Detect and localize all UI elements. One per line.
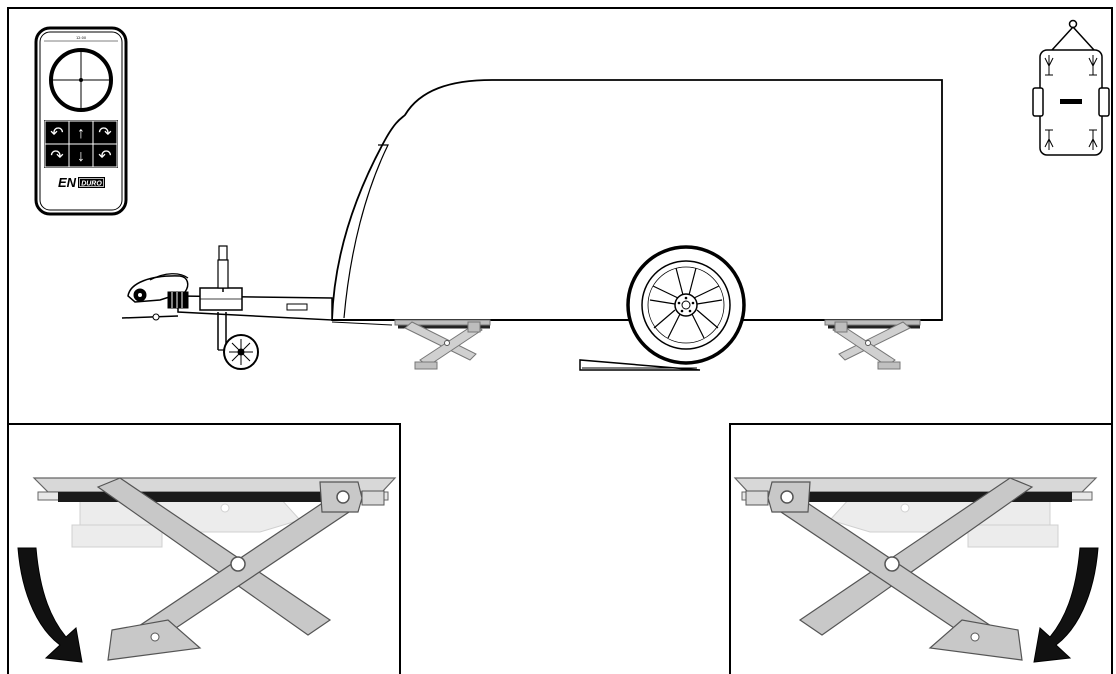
remote-button-up[interactable]: ↑ xyxy=(68,120,94,145)
detail-panel-right xyxy=(729,423,1112,674)
enduro-logo-prefix: EN xyxy=(58,175,77,190)
remote-button-rotate-left-down[interactable]: ↷ xyxy=(44,143,70,168)
remote-crosshair-icon xyxy=(49,48,113,112)
remote-button-rotate-right-up[interactable]: ↷ xyxy=(92,120,118,145)
detail-panel-left xyxy=(8,423,401,674)
svg-text:↑: ↑ xyxy=(77,125,85,142)
svg-text:↶: ↶ xyxy=(98,148,111,165)
topview-jack-front-right xyxy=(1088,55,1098,76)
remote-button-rotate-left-up[interactable]: ↶ xyxy=(44,120,70,145)
svg-text:↓: ↓ xyxy=(77,148,85,165)
enduro-logo-suffix: DURO xyxy=(81,181,102,188)
drawbar xyxy=(177,287,333,321)
remote-button-rotate-right-down[interactable]: ↶ xyxy=(92,143,118,168)
topview-jack-front-left xyxy=(1044,55,1054,76)
hitch-coupling xyxy=(121,273,189,321)
svg-text:↷: ↷ xyxy=(98,125,112,142)
wheel-icon xyxy=(626,245,746,365)
remote-status-time: 12:00 xyxy=(76,36,86,40)
caravan-topview-icon xyxy=(1032,19,1110,156)
curved-arrow-icon-right xyxy=(1033,547,1099,663)
jockey-wheel xyxy=(217,245,259,370)
svg-text:↷: ↷ xyxy=(50,148,64,165)
topview-jack-rear-left xyxy=(1044,129,1054,150)
outer-frame xyxy=(7,7,1113,674)
enduro-logo: EN DURO xyxy=(58,175,105,190)
remote-control-icon: 12:00 ↶ ↑ ↷ ↷ ↓ xyxy=(34,26,128,216)
caravan-body xyxy=(331,79,943,321)
topview-jack-rear-right xyxy=(1088,129,1098,150)
remote-button-down[interactable]: ↓ xyxy=(68,143,94,168)
caravan-side-view xyxy=(121,79,943,371)
caravan-front-window xyxy=(343,144,389,319)
jack-rear-small-icon xyxy=(824,319,921,370)
curved-arrow-icon-left xyxy=(17,547,83,663)
svg-text:↶: ↶ xyxy=(50,125,63,142)
jack-front-small-icon xyxy=(394,319,491,370)
